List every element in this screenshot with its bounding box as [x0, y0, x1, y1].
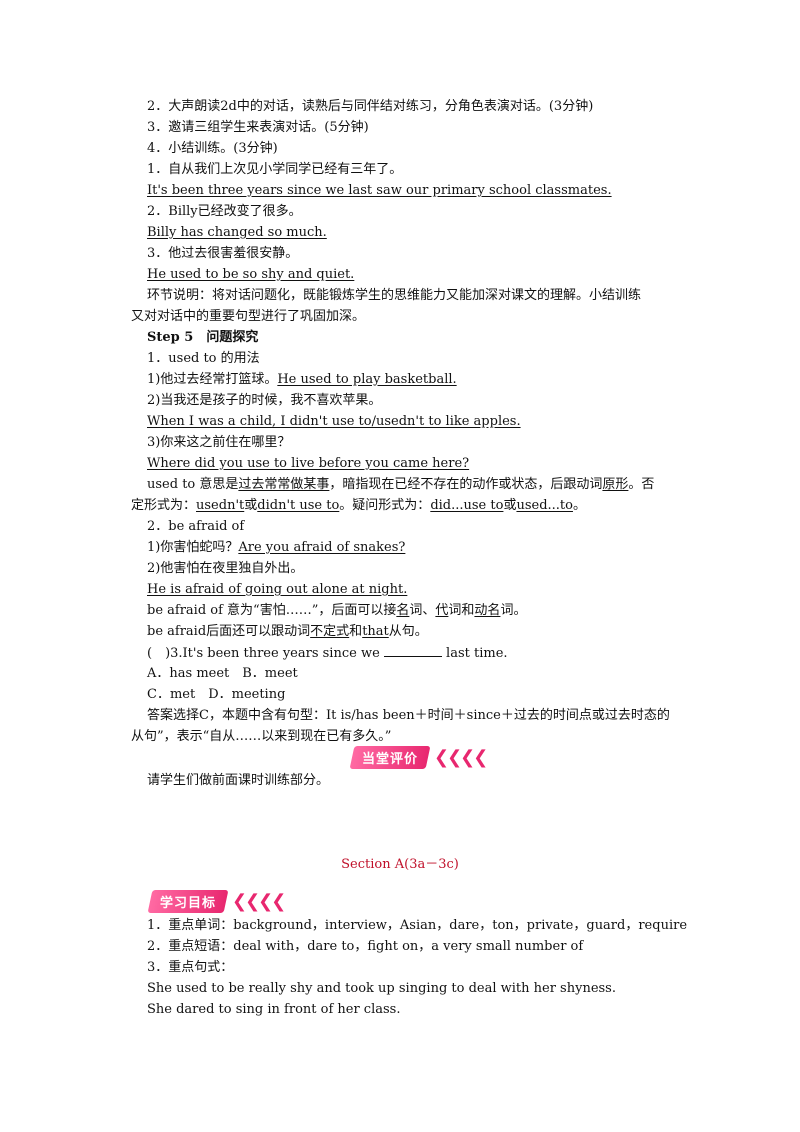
text-part: 和 — [349, 624, 363, 639]
goals-banner: 学习目标 ❮❮❮❮ — [147, 889, 286, 913]
text-line: 1．重点单词：background，interview，Asian，dare，t… — [147, 918, 688, 933]
answer-line: When I was a child, I didn't use to/used… — [147, 414, 521, 429]
answer-line: It's been three years since we last saw … — [147, 183, 612, 198]
text-part: used to 意思是 — [147, 477, 239, 492]
fill-answer: did...use to — [430, 498, 504, 513]
chevron-left-icon: ❮❮❮❮ — [232, 890, 286, 912]
fill-answer: used...to — [516, 498, 573, 513]
chevron-left-icon: ❮❮❮❮ — [434, 746, 488, 768]
text-line: 1)他过去经常打篮球。He used to play basketball. — [147, 371, 457, 389]
text-line: 2．大声朗读2d中的对话，读熟后与同伴结对练习，分角色表演对话。(3分钟) — [147, 99, 594, 114]
text-line: 3．邀请三组学生来表演对话。(5分钟) — [147, 120, 369, 135]
text-line: She used to be really shy and took up si… — [147, 981, 616, 996]
text-part: last time. — [446, 646, 508, 661]
step-heading: Step 5 问题探究 — [147, 330, 259, 345]
exercise-options: C．met D．meeting — [147, 687, 286, 702]
text-line: 答案选择C，本题中含有句型：It is/has been＋时间＋since＋过去… — [147, 708, 670, 723]
text-line: 1．used to 的用法 — [147, 351, 260, 366]
answer-text: He used to play basketball. — [277, 372, 457, 387]
fill-answer: that — [362, 624, 389, 639]
fill-answer: 代 — [435, 603, 449, 618]
text-part: 从句。 — [388, 624, 428, 639]
text-line: 1)你害怕蛇吗？Are you afraid of snakes? — [147, 539, 405, 557]
banner-label: 当堂评价 — [362, 751, 419, 767]
text-part: ( )3.It's been three years since we — [147, 646, 380, 661]
fill-answer: 动名 — [474, 603, 501, 618]
fill-answer: usedn't — [196, 498, 245, 513]
text-part: 词。 — [500, 603, 527, 618]
text-part: 定形式为： — [131, 498, 197, 513]
text-line: 4．小结训练。(3分钟) — [147, 141, 278, 156]
text-part: be afraid of 意为“害怕……”，后面可以接 — [147, 603, 397, 618]
text-part: 或 — [503, 498, 517, 513]
section-title: Section A(3a－3c) — [341, 857, 459, 872]
text-line: be afraid of 意为“害怕……”，后面可以接名词、代词和动名词。 — [147, 602, 526, 620]
text-part: 。疑问形式为： — [339, 498, 431, 513]
question-text: 1)你害怕蛇吗？ — [147, 540, 239, 555]
text-line: 从句”，表示“自从……以来到现在已有多久。” — [131, 729, 392, 744]
text-line: 2)他害怕在夜里独自外出。 — [147, 561, 304, 576]
text-line: be afraid后面还可以跟动词不定式和that从句。 — [147, 623, 428, 641]
evaluation-banner: 当堂评价 ❮❮❮❮ — [349, 745, 488, 769]
text-line: She dared to sing in front of her class. — [147, 1002, 401, 1017]
answer-line: He is afraid of going out alone at night… — [147, 582, 408, 597]
answer-line: He used to be so shy and quiet. — [147, 267, 355, 282]
exercise-question: ( )3.It's been three years since we last… — [147, 644, 508, 663]
text-line: 2．be afraid of — [147, 519, 245, 534]
exercise-options: A．has meet B．meet — [147, 666, 298, 681]
answer-text: Are you afraid of snakes? — [238, 540, 406, 555]
text-line: 请学生们做前面课时训练部分。 — [147, 773, 330, 788]
text-line: 3)你来这之前住在哪里？ — [147, 435, 291, 450]
text-line: used to 意思是过去常常做某事，暗指现在已经不存在的动作或状态，后跟动词原… — [147, 476, 654, 494]
fill-answer: 不定式 — [310, 624, 350, 639]
text-part: ，暗指现在已经不存在的动作或状态，后跟动词 — [329, 477, 603, 492]
banner-label: 学习目标 — [160, 895, 217, 911]
text-line: 3．重点句式： — [147, 960, 234, 975]
text-part: 。 — [572, 498, 586, 513]
text-line: 定形式为：usedn't或didn't use to。疑问形式为：did...u… — [131, 497, 586, 515]
fill-answer: 过去常常做某事 — [238, 477, 330, 492]
text-part: 词和 — [448, 603, 475, 618]
text-line: 环节说明：将对话问题化，既能锻炼学生的思维能力又能加深对课文的理解。小结训练 — [147, 288, 642, 303]
fill-answer: 名 — [396, 603, 410, 618]
answer-blank — [383, 644, 442, 657]
text-part: 。否 — [628, 477, 655, 492]
text-part: 或 — [244, 498, 258, 513]
text-line: 又对对话中的重要句型进行了巩固加深。 — [131, 309, 366, 324]
fill-answer: didn't use to — [257, 498, 340, 513]
text-part: 词、 — [409, 603, 436, 618]
text-line: 1．自从我们上次见小学同学已经有三年了。 — [147, 162, 403, 177]
text-line: 3．他过去很害羞很安静。 — [147, 246, 299, 261]
text-part: be afraid后面还可以跟动词 — [147, 624, 311, 639]
text-line: 2．重点短语：deal with，dare to，fight on，a very… — [147, 939, 584, 954]
answer-line: Billy has changed so much. — [147, 225, 327, 240]
fill-answer: 原形 — [602, 477, 629, 492]
question-text: 1)他过去经常打篮球。 — [147, 372, 278, 387]
text-line: 2)当我还是孩子的时候，我不喜欢苹果。 — [147, 393, 382, 408]
text-line: 2．Billy已经改变了很多。 — [147, 204, 302, 219]
answer-line: Where did you use to live before you cam… — [147, 456, 470, 471]
